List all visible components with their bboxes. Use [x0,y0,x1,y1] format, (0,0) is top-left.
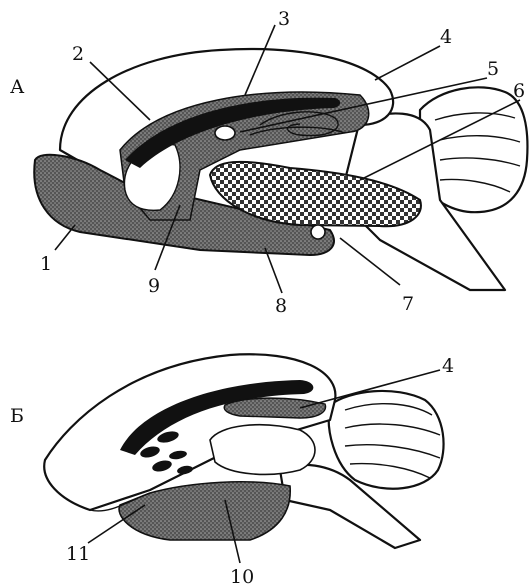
label-b-10: 10 [230,566,254,586]
hippocampus-b [224,398,325,418]
panel-b: Б 4 10 11 [10,354,454,586]
label-a-4: 4 [440,26,452,48]
pituitary-a [311,225,325,239]
label-a-2: 2 [72,43,84,65]
label-a-6: 6 [513,80,525,102]
label-b-11: 11 [66,543,90,565]
panel-letter-a: А [10,76,25,98]
panel-a: А 1 2 3 4 5 6 7 8 9 [10,8,527,317]
panel-letter-b: Б [10,405,24,427]
label-a-1: 1 [40,253,52,275]
label-a-3: 3 [278,8,290,30]
label-b-4: 4 [442,355,454,377]
pineal-body-a [215,126,235,140]
label-a-7: 7 [402,293,414,315]
label-a-9: 9 [148,275,160,297]
cerebellum-b [329,391,444,489]
label-a-8: 8 [275,295,287,317]
label-a-5: 5 [487,58,499,80]
diencephalon-b [210,425,315,475]
